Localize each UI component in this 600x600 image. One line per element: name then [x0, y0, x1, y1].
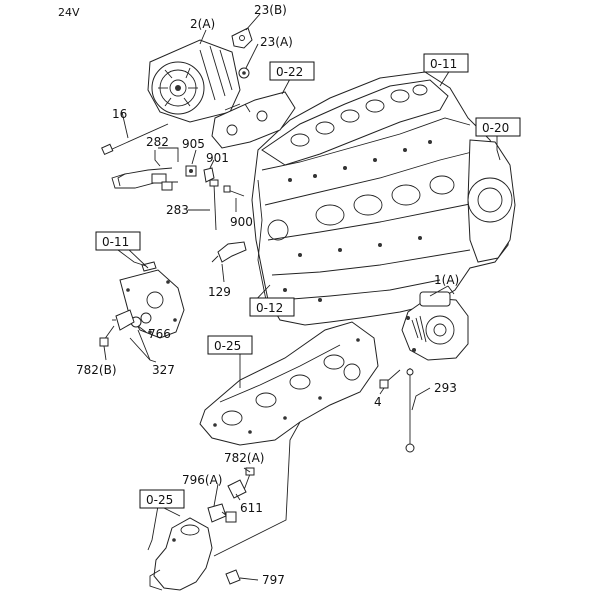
bolt-4[interactable]	[379, 369, 401, 389]
svg-text:0-11: 0-11	[430, 57, 457, 71]
callout-282: 282	[146, 135, 169, 149]
callout-2a: 2(A)	[190, 17, 215, 31]
cable-293[interactable]	[405, 368, 415, 453]
voltage-label: 24V	[58, 6, 80, 19]
engine-block[interactable]	[251, 71, 516, 326]
callouts: 2(A) 23(B) 23(A) 16 282 905 901 283 900 …	[76, 3, 459, 587]
svg-text:0-20: 0-20	[482, 121, 509, 135]
manifold[interactable]	[199, 321, 379, 446]
bracket-901[interactable]	[203, 167, 215, 183]
callout-900: 900	[230, 215, 253, 229]
bracket-23b[interactable]	[231, 27, 253, 49]
ref-box-0-20[interactable]: 0-20	[475, 117, 521, 137]
ref-box-0-11-top[interactable]: 0-11	[423, 53, 469, 73]
valve-327[interactable]	[112, 309, 135, 331]
bolt-782b[interactable]	[99, 325, 115, 347]
sensor-797[interactable]	[225, 569, 241, 585]
svg-text:0-25: 0-25	[146, 493, 173, 507]
callout-293: 293	[434, 381, 457, 395]
callout-901: 901	[206, 151, 229, 165]
reference-boxes: 0-22 0-11 0-20 0-11 0-12 0-25 0-25	[95, 53, 521, 509]
callout-796a: 796(A)	[182, 473, 222, 487]
callout-283: 283	[166, 203, 189, 217]
harness-282[interactable]	[111, 167, 178, 191]
svg-text:0-25: 0-25	[214, 339, 241, 353]
bolt-900[interactable]	[223, 185, 245, 197]
water-outlet-pipe[interactable]	[149, 517, 213, 591]
callout-4: 4	[374, 395, 382, 409]
nut-23a[interactable]	[238, 67, 250, 79]
callout-1a: 1(A)	[434, 273, 459, 287]
bracket-611[interactable]	[227, 479, 247, 499]
ref-box-0-12[interactable]: 0-12	[249, 297, 295, 317]
ref-box-0-22[interactable]: 0-22	[269, 61, 315, 81]
sensor-796a[interactable]	[207, 503, 237, 523]
sensor-129[interactable]	[211, 241, 247, 263]
callout-611: 611	[240, 501, 263, 515]
callout-782b: 782(B)	[76, 363, 117, 377]
callout-905: 905	[182, 137, 205, 151]
callout-766: 766	[148, 327, 171, 341]
sensor-905[interactable]	[185, 165, 197, 177]
ref-box-0-25-bot[interactable]: 0-25	[139, 489, 185, 509]
callout-797: 797	[262, 573, 285, 587]
ref-box-0-25-mid[interactable]: 0-25	[207, 335, 253, 355]
callout-16: 16	[112, 107, 127, 121]
callout-782a: 782(A)	[224, 451, 264, 465]
callout-129: 129	[208, 285, 231, 299]
dipstick-283[interactable]	[209, 179, 219, 231]
ref-box-0-11-left[interactable]: 0-11	[95, 231, 141, 251]
bolt-16[interactable]	[101, 123, 169, 156]
callout-23b: 23(B)	[254, 3, 287, 17]
callout-23a: 23(A)	[260, 35, 293, 49]
svg-text:0-11: 0-11	[102, 235, 129, 249]
leader-lines	[103, 13, 501, 581]
svg-text:0-22: 0-22	[276, 65, 303, 79]
alternator-bracket[interactable]	[211, 91, 296, 149]
svg-text:0-12: 0-12	[256, 301, 283, 315]
callout-327: 327	[152, 363, 175, 377]
starter-motor[interactable]	[401, 291, 469, 361]
alternator[interactable]	[147, 39, 241, 123]
